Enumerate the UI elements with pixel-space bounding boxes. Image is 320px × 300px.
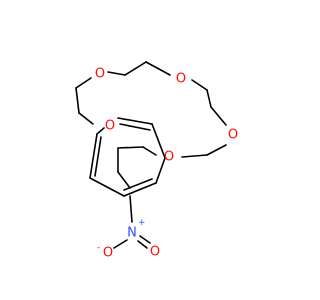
bond	[155, 157, 166, 184]
atom-oxygen-5: O	[164, 150, 174, 165]
bond	[206, 89, 212, 108]
nitrogen-charge: +	[138, 218, 146, 228]
bond	[129, 195, 133, 223]
bond	[123, 178, 153, 191]
molecule-drawing: O O O O O N + O - O	[75, 61, 238, 261]
bond	[206, 144, 227, 156]
bond	[89, 133, 98, 179]
bond	[123, 182, 157, 197]
bond	[94, 136, 102, 177]
bond	[78, 112, 94, 125]
bond	[107, 71, 126, 76]
atom-labels: O O O O O N + O - O	[95, 67, 238, 261]
bond	[89, 177, 125, 197]
bond	[145, 61, 171, 76]
bond	[137, 240, 148, 249]
bond	[113, 239, 128, 249]
bond	[117, 117, 153, 125]
atom-nitro-oxygen-1: O	[103, 246, 113, 261]
bond	[191, 79, 208, 91]
bond	[119, 123, 151, 131]
atom-nitrogen: N	[127, 226, 137, 241]
atom-oxygen-1: O	[95, 67, 105, 82]
atom-oxygen-3: O	[228, 128, 238, 143]
structure-diagram: O O O O O N + O - O	[75, 61, 238, 261]
bond	[139, 235, 151, 244]
bond	[75, 77, 92, 89]
bond	[151, 123, 166, 159]
bond	[124, 61, 147, 76]
bond	[181, 154, 208, 158]
atom-nitro-oxygen-2: O	[150, 245, 160, 260]
bond	[142, 146, 157, 156]
atom-oxygen-2: O	[176, 72, 186, 87]
bond	[210, 106, 227, 126]
atom-oxygen-4: O	[105, 119, 115, 134]
bond	[117, 171, 131, 189]
bonds	[75, 61, 227, 249]
bond	[96, 127, 105, 135]
bond	[117, 146, 144, 149]
nitro-oxygen-charge: -	[97, 243, 100, 253]
bond	[75, 87, 80, 114]
